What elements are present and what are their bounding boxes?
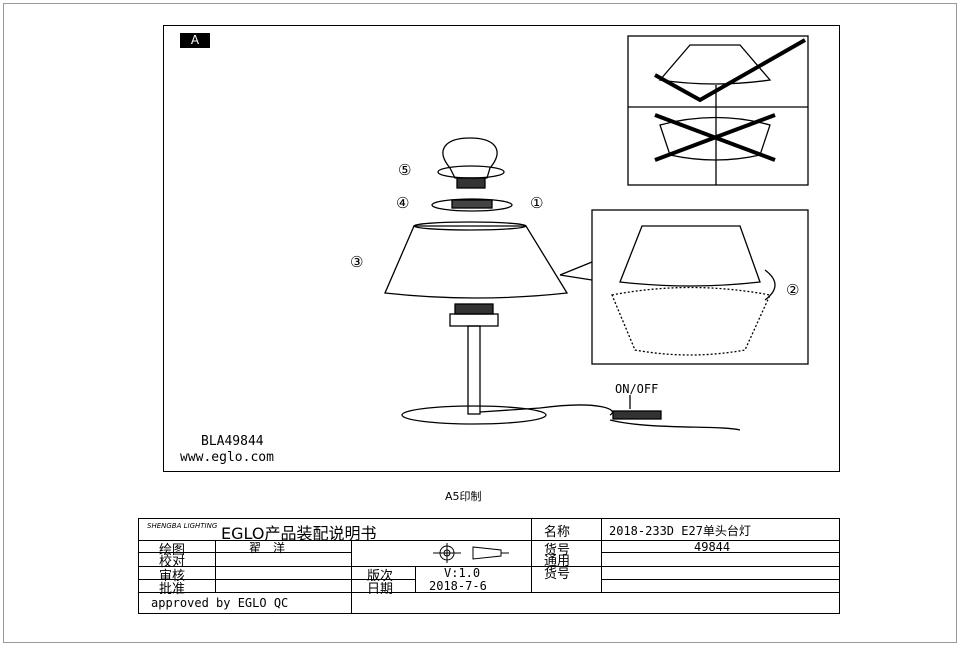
item-value: 49844 [694, 540, 731, 554]
drawn-label: 绘图 [159, 543, 186, 558]
name-value: 2018-233D E27单头台灯 [609, 524, 751, 538]
date-label: 日期 [367, 582, 394, 597]
approve-label: 批准 [159, 582, 186, 597]
doc-title: EGLO产品装配说明书 [221, 524, 377, 543]
review-label: 审核 [159, 569, 186, 584]
step-1-label: ① [530, 194, 544, 212]
step-2-label: ② [786, 281, 800, 299]
switch-label: ON/OFF [615, 382, 659, 396]
base-drawing [401, 405, 547, 425]
version-value: V:1.0 [444, 566, 481, 580]
step-4-label: ④ [396, 194, 410, 212]
name-label: 名称 [544, 525, 571, 540]
projection-symbol-icon [433, 543, 509, 563]
date-value: 2018-7-6 [429, 579, 487, 593]
title-block: SHENGBA LIGHTING EGLO产品装配说明书 名称 2018-233… [138, 518, 840, 614]
check-label: 校对 [159, 555, 186, 570]
step-5-label: ⑤ [398, 161, 412, 179]
print-note: A5印制 [445, 490, 482, 503]
step-3-label: ③ [350, 253, 364, 271]
website: www.eglo.com [180, 450, 274, 465]
figure-label: A [180, 33, 210, 48]
drawn-value: 翟 洋 [249, 541, 286, 555]
version-label: 版次 [367, 569, 394, 584]
logo: SHENGBA LIGHTING [147, 522, 218, 530]
model-number: BLA49844 [201, 434, 264, 449]
ring-drawing [431, 198, 513, 212]
figure-frame [163, 25, 840, 472]
common-item-label: 通用 货号 [544, 554, 571, 582]
page-border [3, 3, 957, 643]
shade-drawing [384, 225, 569, 299]
item-label: 货号 [544, 543, 571, 558]
lamp-assembly-diagram [384, 35, 809, 431]
approved-by: approved by EGLO QC [151, 596, 289, 610]
bulb-drawing [437, 137, 505, 189]
